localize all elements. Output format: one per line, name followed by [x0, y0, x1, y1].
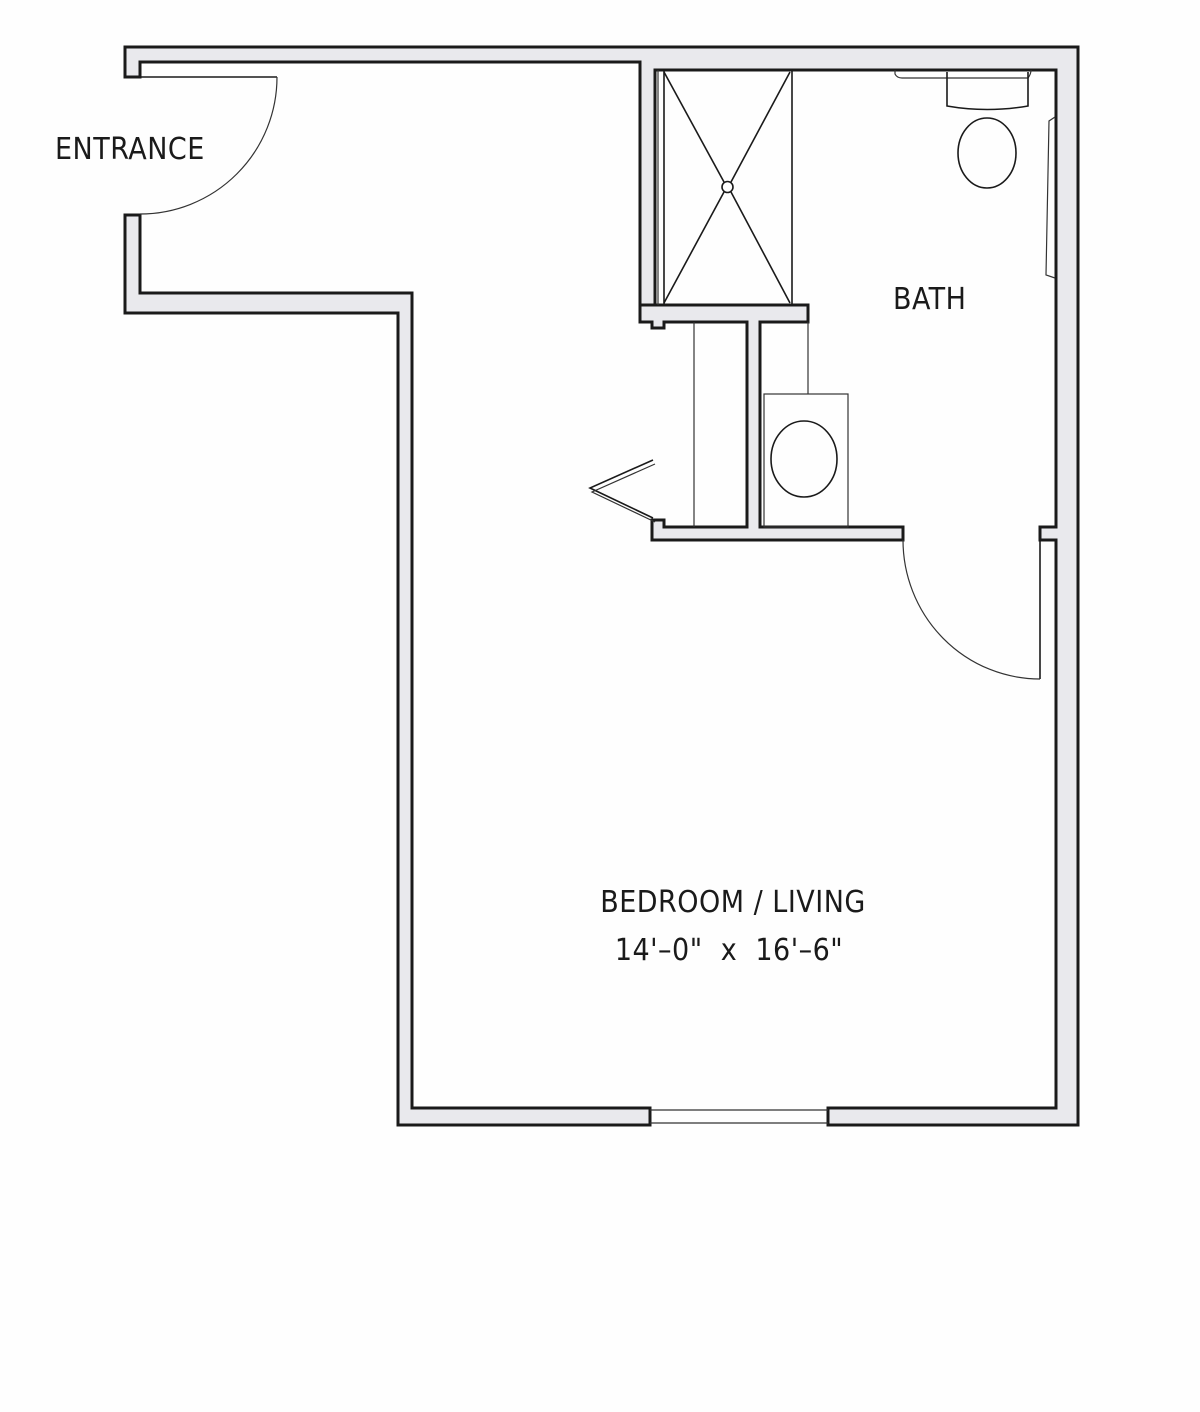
wall-top	[123, 45, 1080, 1127]
grab-bar	[1045, 116, 1056, 279]
bath-label: BATH	[893, 282, 966, 317]
bath-door[interactable]	[902, 539, 1041, 680]
toilet	[894, 69, 1032, 189]
bedroom-dimensions: 14'–0" x 16'–6"	[615, 933, 843, 968]
closet-bifold-door[interactable]	[588, 459, 654, 519]
wall-below-shower	[638, 303, 905, 542]
exterior-walls	[123, 45, 1080, 1127]
wall-entrance-lower	[123, 213, 652, 1127]
washer	[763, 322, 849, 528]
entrance-door[interactable]	[139, 76, 278, 215]
closet	[588, 322, 695, 527]
window	[650, 1109, 828, 1124]
shower	[657, 69, 793, 306]
entrance-label: ENTRANCE	[55, 132, 205, 167]
bedroom-label: BEDROOM / LIVING	[600, 885, 866, 920]
interior-walls	[638, 303, 905, 542]
drain-icon	[721, 180, 734, 194]
